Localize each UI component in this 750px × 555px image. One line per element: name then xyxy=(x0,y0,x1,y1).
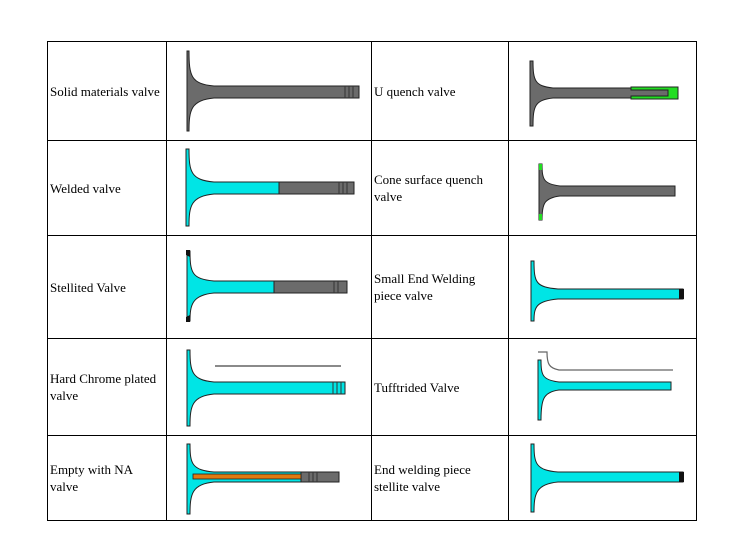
table-row: Solid materials valve U quench valve xyxy=(47,41,697,141)
u-quench-valve-icon xyxy=(529,60,678,127)
cone-quench-valve-icon xyxy=(538,163,675,221)
valve-label: Small End Welding piece valve xyxy=(371,235,509,339)
welded-valve-icon xyxy=(185,148,355,227)
valve-label: Tufftrided Valve xyxy=(371,338,509,436)
chrome-plated-valve-icon xyxy=(186,349,346,427)
na-filled-valve-icon xyxy=(186,443,340,515)
valve-label: Hard Chrome plated valve xyxy=(47,338,167,436)
valve-label: Welded valve xyxy=(47,140,167,236)
table-row: Empty with NA valve End welding piece st… xyxy=(47,435,697,521)
table-row: Welded valve Cone surface quench valve xyxy=(47,140,697,236)
valve-label: Stellited Valve xyxy=(47,235,167,339)
tufftrided-valve-icon xyxy=(537,351,673,421)
table-row: Hard Chrome plated valve Tufftrided Valv… xyxy=(47,338,697,436)
end-welding-stellite-valve-icon xyxy=(530,443,684,513)
valve-label: Solid materials valve xyxy=(47,41,167,141)
valve-label: U quench valve xyxy=(371,41,509,141)
small-end-welding-valve-icon xyxy=(530,260,684,322)
stellited-valve-icon xyxy=(186,250,348,322)
solid-valve-icon xyxy=(186,50,360,132)
valve-label: Cone surface quench valve xyxy=(371,140,509,236)
table-row: Stellited Valve Small End Welding piece … xyxy=(47,235,697,339)
valve-types-table: Solid materials valve U quench valve Wel… xyxy=(47,41,697,521)
valve-label: Empty with NA valve xyxy=(47,435,167,521)
valve-label: End welding piece stellite valve xyxy=(371,435,509,521)
